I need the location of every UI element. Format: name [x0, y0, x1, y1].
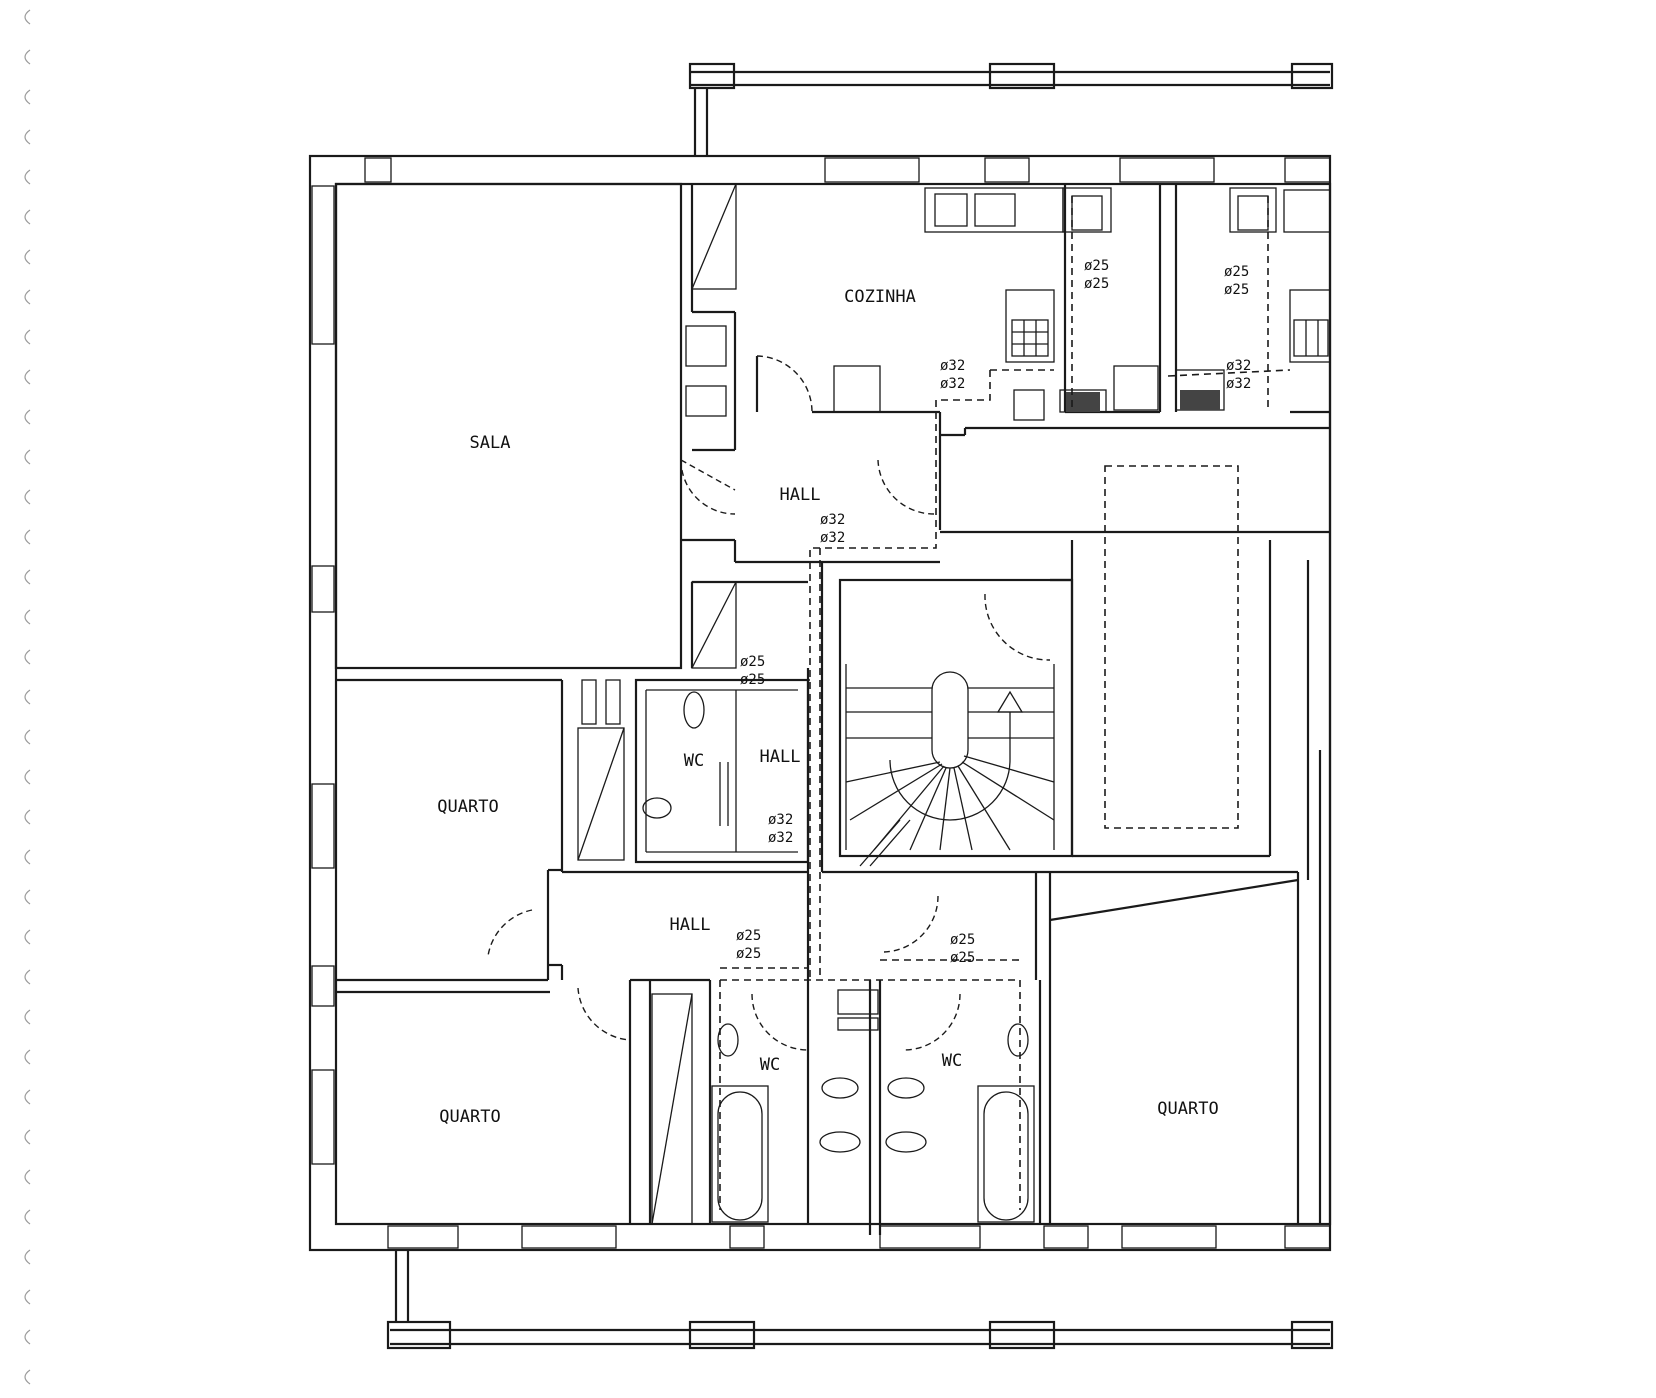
binder-mark [24, 9, 31, 25]
wardrobes [577, 183, 737, 1225]
pipe-label: ø25 [736, 946, 761, 962]
binder-mark [24, 569, 31, 585]
kitchen-fixtures [833, 187, 1331, 421]
binder-mark [24, 889, 31, 905]
binder-mark [24, 689, 31, 705]
exterior-walls [308, 154, 1332, 1252]
binder-mark [24, 1329, 31, 1345]
room-label-quarto-3: QUARTO [1157, 1099, 1218, 1119]
pipe-label: ø25 [740, 672, 765, 688]
staircase [845, 664, 1055, 867]
binder-mark [24, 1369, 31, 1385]
pipe-label: ø32 [1226, 376, 1251, 392]
binder-mark [24, 969, 31, 985]
binder-mark [24, 1129, 31, 1145]
binder-mark [24, 809, 31, 825]
room-label-wc-1: WC [684, 751, 704, 771]
binder-mark [24, 89, 31, 105]
room-label-wc-2: WC [760, 1055, 780, 1075]
binder-mark [24, 209, 31, 225]
pipe-label: ø32 [940, 358, 965, 374]
binder-mark [24, 449, 31, 465]
room-labels: SALA COZINHA HALL HALL HALL WC WC WC QUA… [437, 287, 1218, 1127]
interior-walls [334, 182, 1330, 1235]
binder-margin [24, 9, 31, 1385]
binder-mark [24, 1009, 31, 1025]
pipe-label: ø25 [1084, 276, 1109, 292]
binder-mark [24, 409, 31, 425]
binder-mark [24, 249, 31, 265]
room-label-quarto-1: QUARTO [437, 797, 498, 817]
pipe-label: ø32 [1226, 358, 1251, 374]
binder-mark [24, 529, 31, 545]
binder-mark [24, 1209, 31, 1225]
pipe-label: ø25 [950, 932, 975, 948]
binder-mark [24, 849, 31, 865]
binder-mark [24, 1089, 31, 1105]
binder-mark [24, 729, 31, 745]
doors [487, 355, 1051, 1051]
room-label-wc-3: WC [942, 1051, 962, 1071]
pipe-label: ø32 [820, 530, 845, 546]
binder-mark [24, 329, 31, 345]
binder-mark [24, 1169, 31, 1185]
pipe-label: ø25 [1084, 258, 1109, 274]
room-label-cozinha: COZINHA [844, 287, 916, 307]
room-label-hall-1: HALL [780, 485, 821, 505]
room-label-sala: SALA [470, 433, 511, 453]
room-label-hall-3: HALL [670, 915, 711, 935]
binder-mark [24, 1249, 31, 1265]
pipe-label: ø32 [768, 830, 793, 846]
room-label-quarto-2: QUARTO [439, 1107, 500, 1127]
pipe-label: ø32 [940, 376, 965, 392]
binder-mark [24, 49, 31, 65]
binder-mark [24, 489, 31, 505]
binder-mark [24, 169, 31, 185]
binder-mark [24, 769, 31, 785]
pipe-labels: ø25 ø25 ø25 ø25 ø32 ø32 ø32 ø32 ø32 ø32 … [736, 258, 1251, 966]
binder-mark [24, 1049, 31, 1065]
pipe-label: ø25 [736, 928, 761, 944]
balcony-bottom [386, 1250, 1334, 1350]
pipe-label: ø25 [1224, 282, 1249, 298]
room-label-hall-2: HALL [760, 747, 801, 767]
binder-mark [24, 1289, 31, 1305]
binder-mark [24, 649, 31, 665]
bathroom-fixtures [642, 691, 1035, 1223]
pipe-runs [719, 196, 1291, 1210]
pipe-label: ø32 [820, 512, 845, 528]
pipe-label: ø25 [950, 950, 975, 966]
pipe-label: ø25 [740, 654, 765, 670]
binder-mark [24, 289, 31, 305]
pipe-label: ø25 [1224, 264, 1249, 280]
balcony-top [688, 62, 1334, 156]
pipe-label: ø32 [768, 812, 793, 828]
binder-mark [24, 369, 31, 385]
binder-mark [24, 609, 31, 625]
binder-mark [24, 129, 31, 145]
binder-mark [24, 929, 31, 945]
